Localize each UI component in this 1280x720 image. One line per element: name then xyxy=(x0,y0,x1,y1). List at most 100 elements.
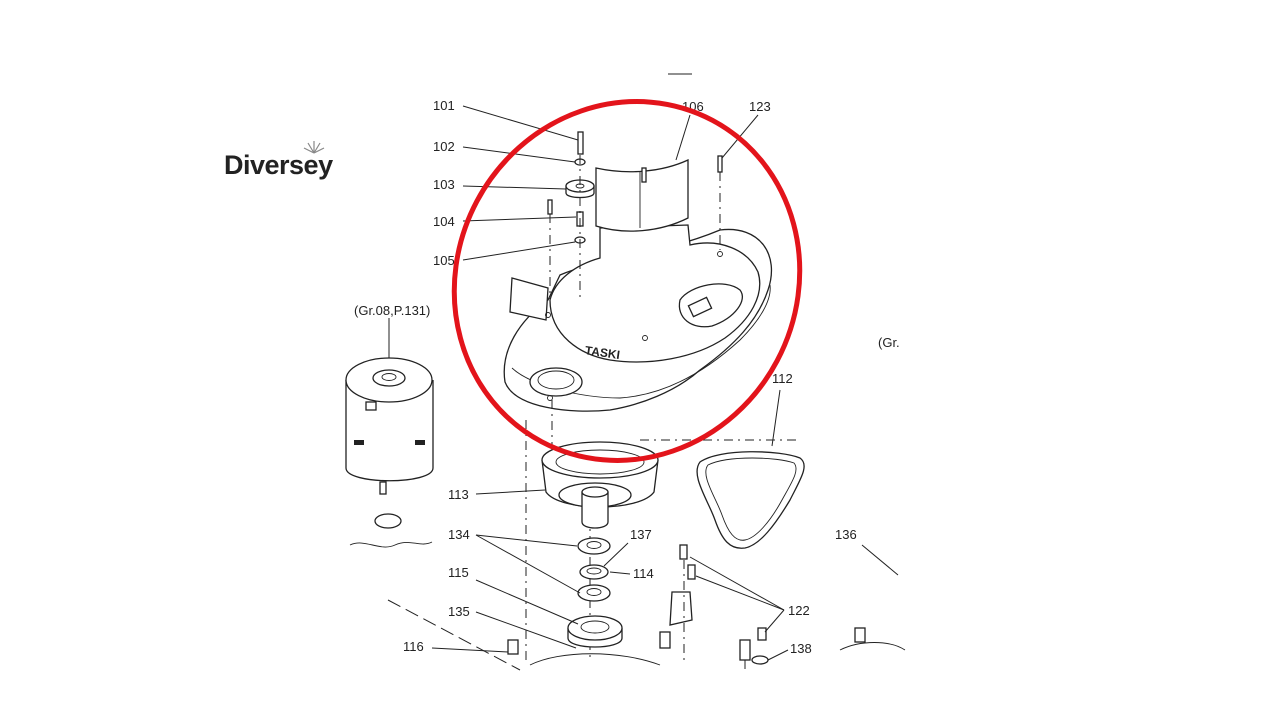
leader-102 xyxy=(462,146,576,163)
cover-left-opening xyxy=(529,367,583,397)
leader-106 xyxy=(675,114,691,161)
label-103: 103 xyxy=(433,177,455,192)
cover-left-tab xyxy=(509,277,549,321)
label-112: 112 xyxy=(772,371,793,386)
leader-135 xyxy=(475,611,577,649)
leader-101 xyxy=(462,105,579,141)
screw-122a xyxy=(679,544,688,560)
base-arc xyxy=(529,653,661,666)
screw-116 xyxy=(507,639,519,655)
motor-assembly xyxy=(345,318,434,548)
label-115: 115 xyxy=(448,565,469,580)
bearing-134a xyxy=(577,537,611,555)
bracket xyxy=(669,591,693,626)
stud xyxy=(659,631,671,649)
screw-106b xyxy=(641,167,647,183)
pulley-groove xyxy=(555,449,645,475)
bracket-assembly xyxy=(659,544,769,670)
motor-break-line xyxy=(349,541,433,548)
label-101: 101 xyxy=(433,98,455,113)
leader-104 xyxy=(462,216,577,222)
highlight-ellipse xyxy=(451,99,803,463)
part-136-partial xyxy=(839,544,906,651)
label-136: 136 xyxy=(835,527,857,542)
label-122: 122 xyxy=(788,603,810,618)
leader-116 xyxy=(431,647,509,653)
diversey-flower-icon xyxy=(303,141,325,154)
reference-left: (Gr.08,P.131) xyxy=(354,303,430,318)
circlip-137 xyxy=(579,564,609,580)
motor-bottom-hole xyxy=(374,513,402,529)
leader-115 xyxy=(475,579,579,625)
label-123: 123 xyxy=(749,99,771,114)
motor-hub xyxy=(372,369,406,387)
leader-134b xyxy=(475,534,581,594)
label-135: 135 xyxy=(448,604,470,619)
leader-122b xyxy=(695,575,785,611)
reference-right: (Gr. xyxy=(878,335,900,350)
leader-113 xyxy=(475,489,546,495)
motor-shaft xyxy=(381,373,397,381)
label-134: 134 xyxy=(448,527,470,542)
screw-104b xyxy=(547,199,553,215)
leader-114 xyxy=(609,571,631,575)
pulley-hub xyxy=(581,492,609,529)
cover-upper-body xyxy=(549,224,761,363)
leader-103 xyxy=(462,185,567,190)
leader-137 xyxy=(603,542,629,567)
housing-135-bore xyxy=(580,620,610,634)
bearing-134b xyxy=(577,584,611,602)
leader-136 xyxy=(861,544,899,576)
circlip-137-inner xyxy=(586,567,602,575)
main-cover-assembly: TASKI xyxy=(503,158,773,412)
stud-138a xyxy=(739,639,751,661)
leader-134a xyxy=(475,534,578,547)
screw-122c xyxy=(757,627,767,641)
brand-name: Diversey xyxy=(224,150,333,180)
part-labels: 101 102 103 104 105 106 123 112 113 134 … xyxy=(403,98,857,656)
leader-122c xyxy=(764,609,785,633)
label-138: 138 xyxy=(790,641,812,656)
label-104: 104 xyxy=(433,214,455,229)
pin-101 xyxy=(577,131,584,155)
label-114: 114 xyxy=(633,566,654,581)
label-102: 102 xyxy=(433,139,455,154)
label-113: 113 xyxy=(448,487,469,502)
leader-122a xyxy=(689,556,785,611)
leader-138 xyxy=(767,649,789,661)
bearing-134b-bore xyxy=(586,588,602,596)
hole xyxy=(717,251,723,257)
base-edge-line xyxy=(387,599,521,671)
part-136-stud xyxy=(854,627,866,643)
screw-123 xyxy=(717,155,723,173)
label-137: 137 xyxy=(630,527,652,542)
belt-112 xyxy=(696,389,805,549)
cover-taski-text: TASKI xyxy=(584,343,621,362)
screw-122b xyxy=(687,564,696,580)
leader-112 xyxy=(771,389,781,447)
hole xyxy=(545,312,551,318)
motor-terminal xyxy=(365,401,377,411)
label-105: 105 xyxy=(433,253,455,268)
leader-105 xyxy=(462,241,576,261)
label-116: 116 xyxy=(403,639,424,654)
cover-shield xyxy=(595,158,689,232)
belt-outer xyxy=(696,451,805,549)
bearing-stack xyxy=(567,537,623,648)
hole xyxy=(547,395,553,401)
nut-138 xyxy=(751,655,769,665)
bearing-134a-bore xyxy=(586,541,602,549)
motor-label xyxy=(415,440,425,445)
cover-switch xyxy=(687,296,713,318)
fastener-stack xyxy=(547,131,723,244)
housing-135-top xyxy=(567,615,623,641)
pulley-hub-top xyxy=(581,486,609,498)
motor-label xyxy=(354,440,364,445)
pulley-113 xyxy=(541,441,659,529)
motor-pin xyxy=(379,481,387,495)
belt-inner xyxy=(705,457,797,541)
cover-left-opening-inner xyxy=(537,370,575,390)
part-136-edge xyxy=(839,642,906,651)
hole xyxy=(642,335,648,341)
